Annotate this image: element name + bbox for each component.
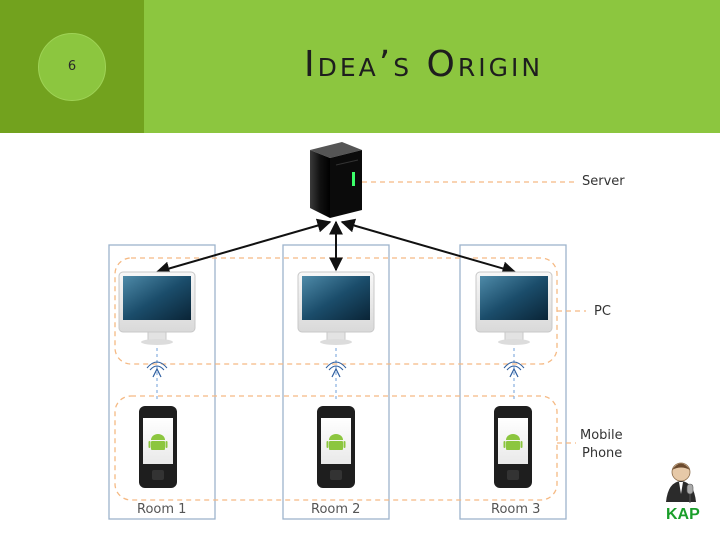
mobile-label-line1: Mobile — [580, 428, 623, 443]
pc-monitor-icon-1 — [118, 271, 196, 345]
network-diagram — [108, 142, 696, 520]
mobile-phone-icon-1 — [139, 406, 177, 488]
kap-logo-text: KAP — [666, 506, 700, 523]
mobile-label-line2: Phone — [582, 446, 623, 461]
room-label-2: Room 2 — [311, 502, 361, 517]
link-server-pc-3 — [340, 218, 517, 276]
wireless-link-2 — [325, 348, 347, 402]
server-label: Server — [582, 174, 625, 189]
mobile-group-outline — [114, 395, 558, 501]
mobile-phone-icon-2 — [317, 406, 355, 488]
room-label-3: Room 3 — [491, 502, 541, 517]
wireless-link-1 — [146, 348, 168, 402]
room-label-1: Room 1 — [137, 502, 187, 517]
header-left-panel: 6 — [0, 0, 144, 133]
wireless-link-3 — [503, 348, 525, 402]
kap-logo-figure — [666, 462, 696, 503]
pc-monitor-icon-2 — [297, 271, 375, 345]
slide-number-badge: 6 — [38, 33, 106, 101]
pc-monitor-icon-3 — [475, 271, 553, 345]
server-icon — [310, 142, 362, 218]
link-server-pc-1 — [155, 218, 332, 276]
slide-title: Idea’s Origin — [304, 44, 544, 85]
slide-number: 6 — [67, 59, 77, 74]
mobile-phone-icon-3 — [494, 406, 532, 488]
slide-header: 6 Idea’s Origin — [0, 0, 720, 133]
pc-label: PC — [594, 304, 611, 319]
